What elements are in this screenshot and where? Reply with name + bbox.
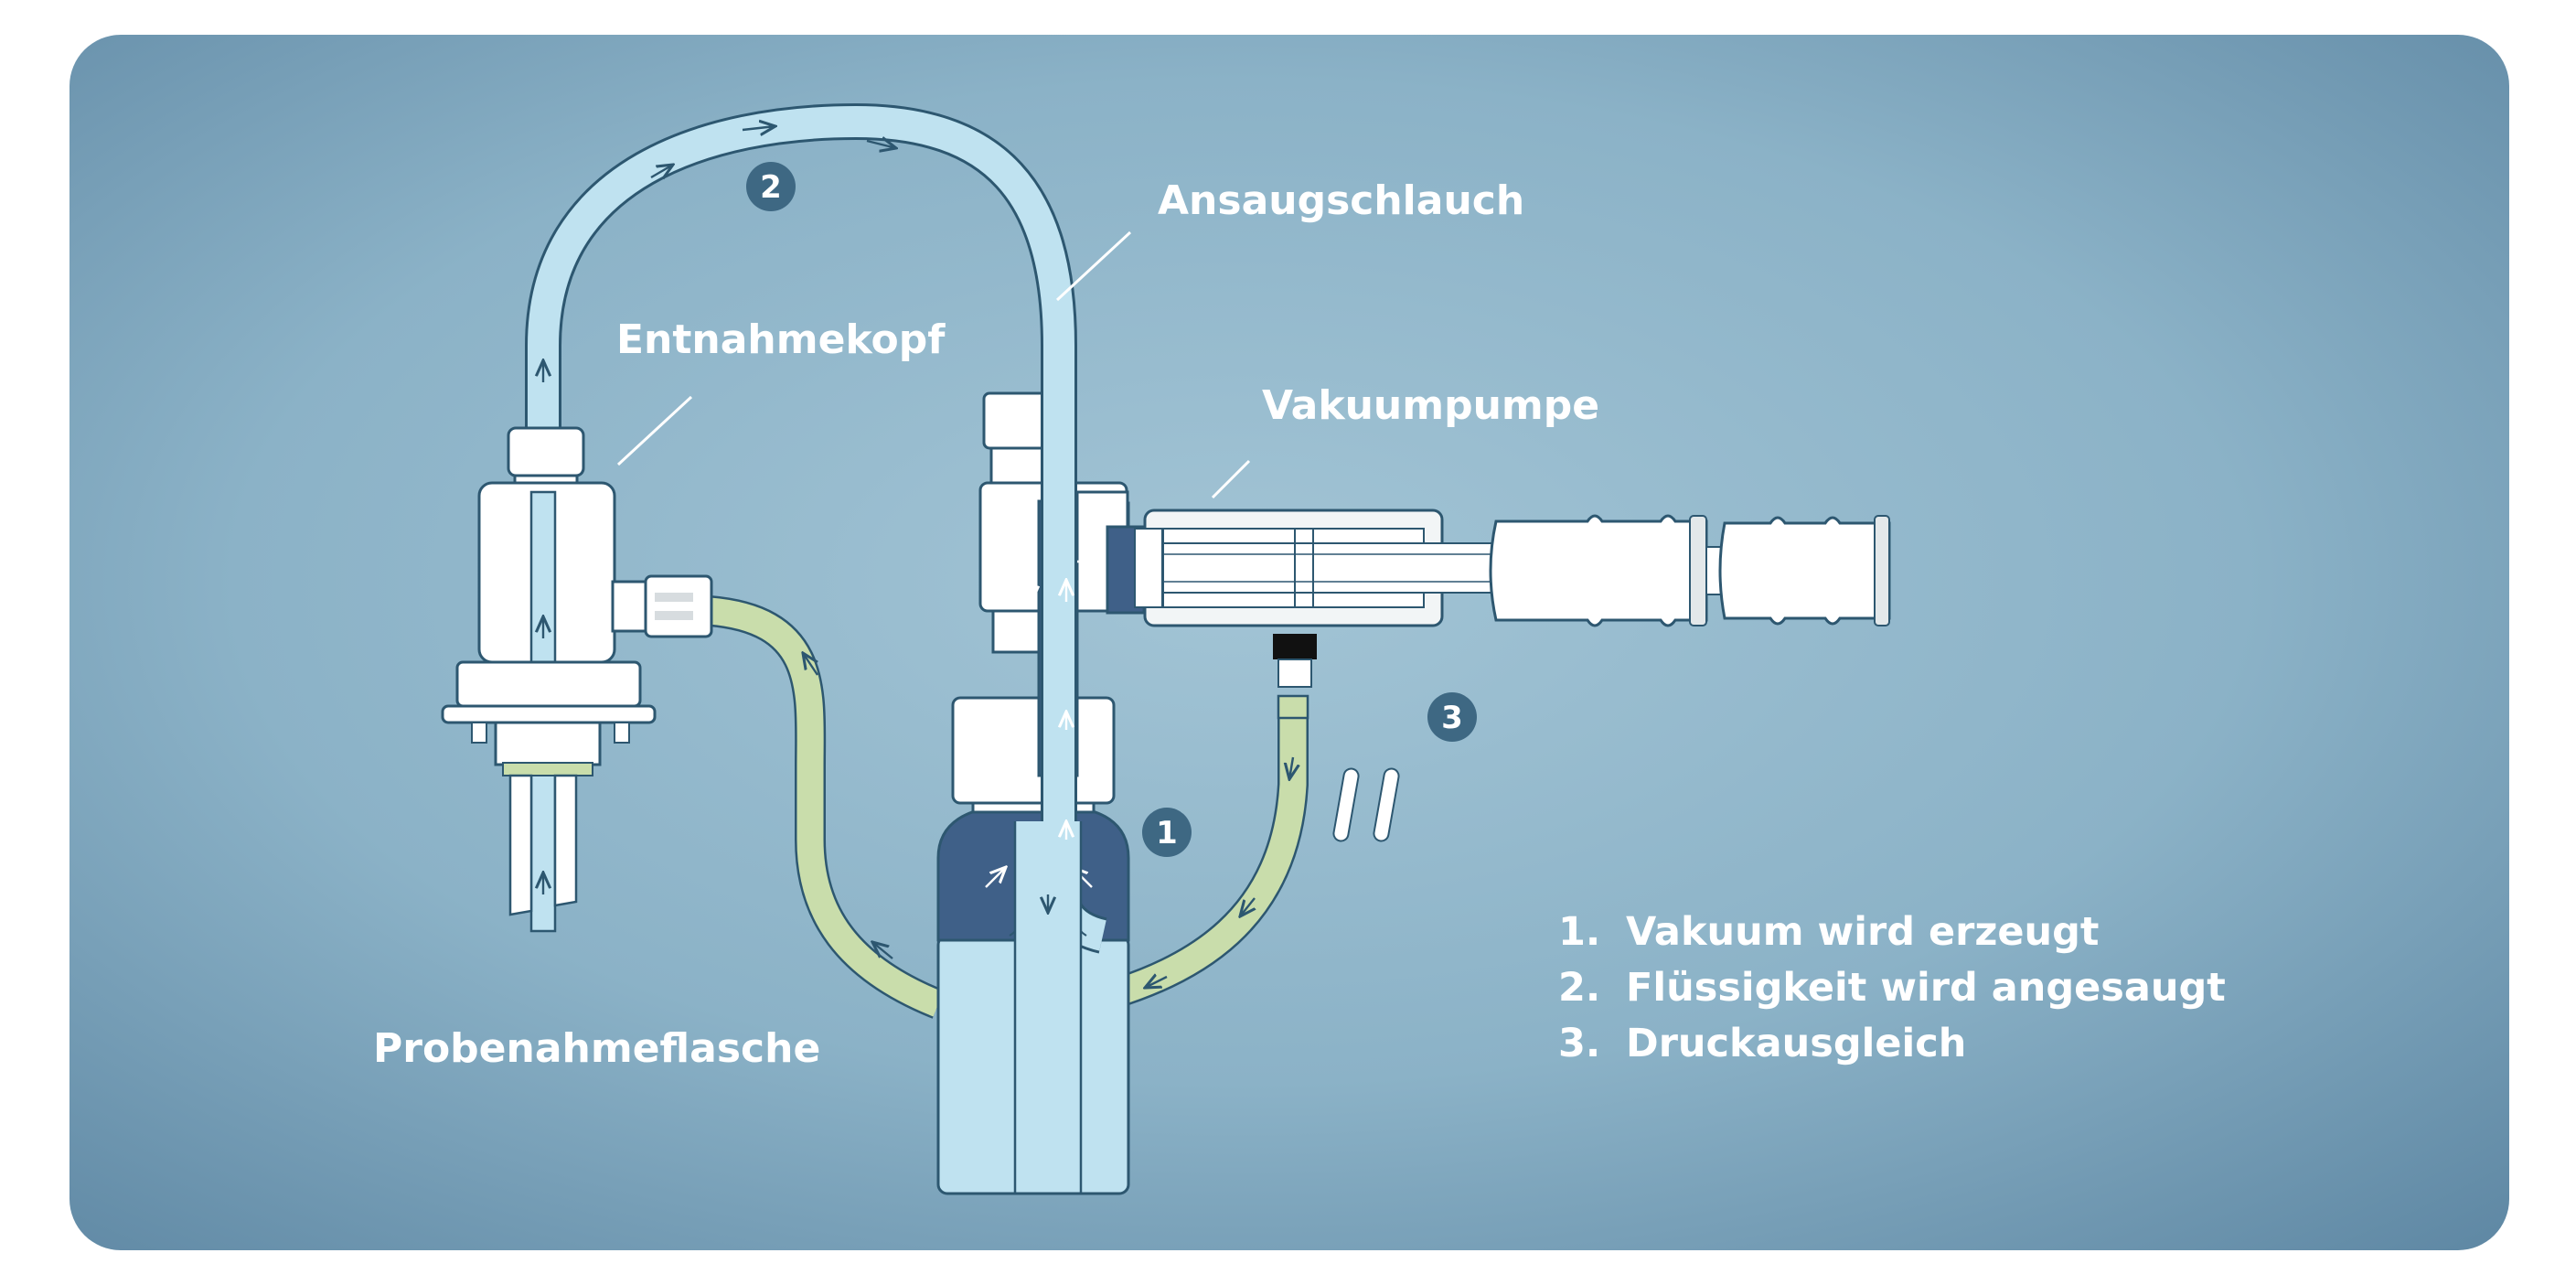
diagram-panel: Entnahmekopf Ansaugschlauch Vakuumpumpe … (69, 35, 2509, 1250)
badge-step-3: 3 (1427, 692, 1477, 742)
legend-num-1: 1. (1558, 909, 1600, 955)
diagram-svg: Entnahmekopf Ansaugschlauch Vakuumpumpe … (69, 35, 2509, 1250)
badge-step-2: 2 (746, 162, 796, 211)
leader-vakuumpumpe (1211, 459, 1251, 499)
label-ansaugschlauch: Ansaugschlauch (1158, 177, 1524, 224)
svg-text:3: 3 (1441, 700, 1463, 736)
legend-num-2: 2. (1558, 965, 1600, 1011)
legend-text-3: Druckausgleich (1626, 1021, 1966, 1066)
sampling-head (441, 426, 713, 933)
vacuum-pump-handle (1489, 514, 1891, 627)
legend: 1. Vakuum wird erzeugt 2. Flüssigkeit wi… (1558, 909, 2226, 1066)
label-probenahmeflasche: Probenahmeflasche (373, 1025, 820, 1072)
svg-text:2: 2 (760, 169, 782, 206)
green-hose-left (708, 595, 945, 1019)
legend-num-3: 3. (1558, 1021, 1600, 1066)
legend-text-2: Flüssigkeit wird angesaugt (1626, 965, 2226, 1011)
suction-hose (525, 102, 1108, 1194)
legend-text-1: Vakuum wird erzeugt (1626, 909, 2099, 955)
label-vakuumpumpe: Vakuumpumpe (1262, 382, 1599, 429)
leader-ansaugschlauch (1055, 230, 1132, 302)
leader-entnahmekopf (616, 395, 693, 466)
badge-step-1: 1 (1142, 808, 1192, 857)
label-entnahmekopf: Entnahmekopf (616, 316, 946, 363)
svg-text:1: 1 (1156, 815, 1178, 851)
pressure-valve (1273, 634, 1400, 842)
